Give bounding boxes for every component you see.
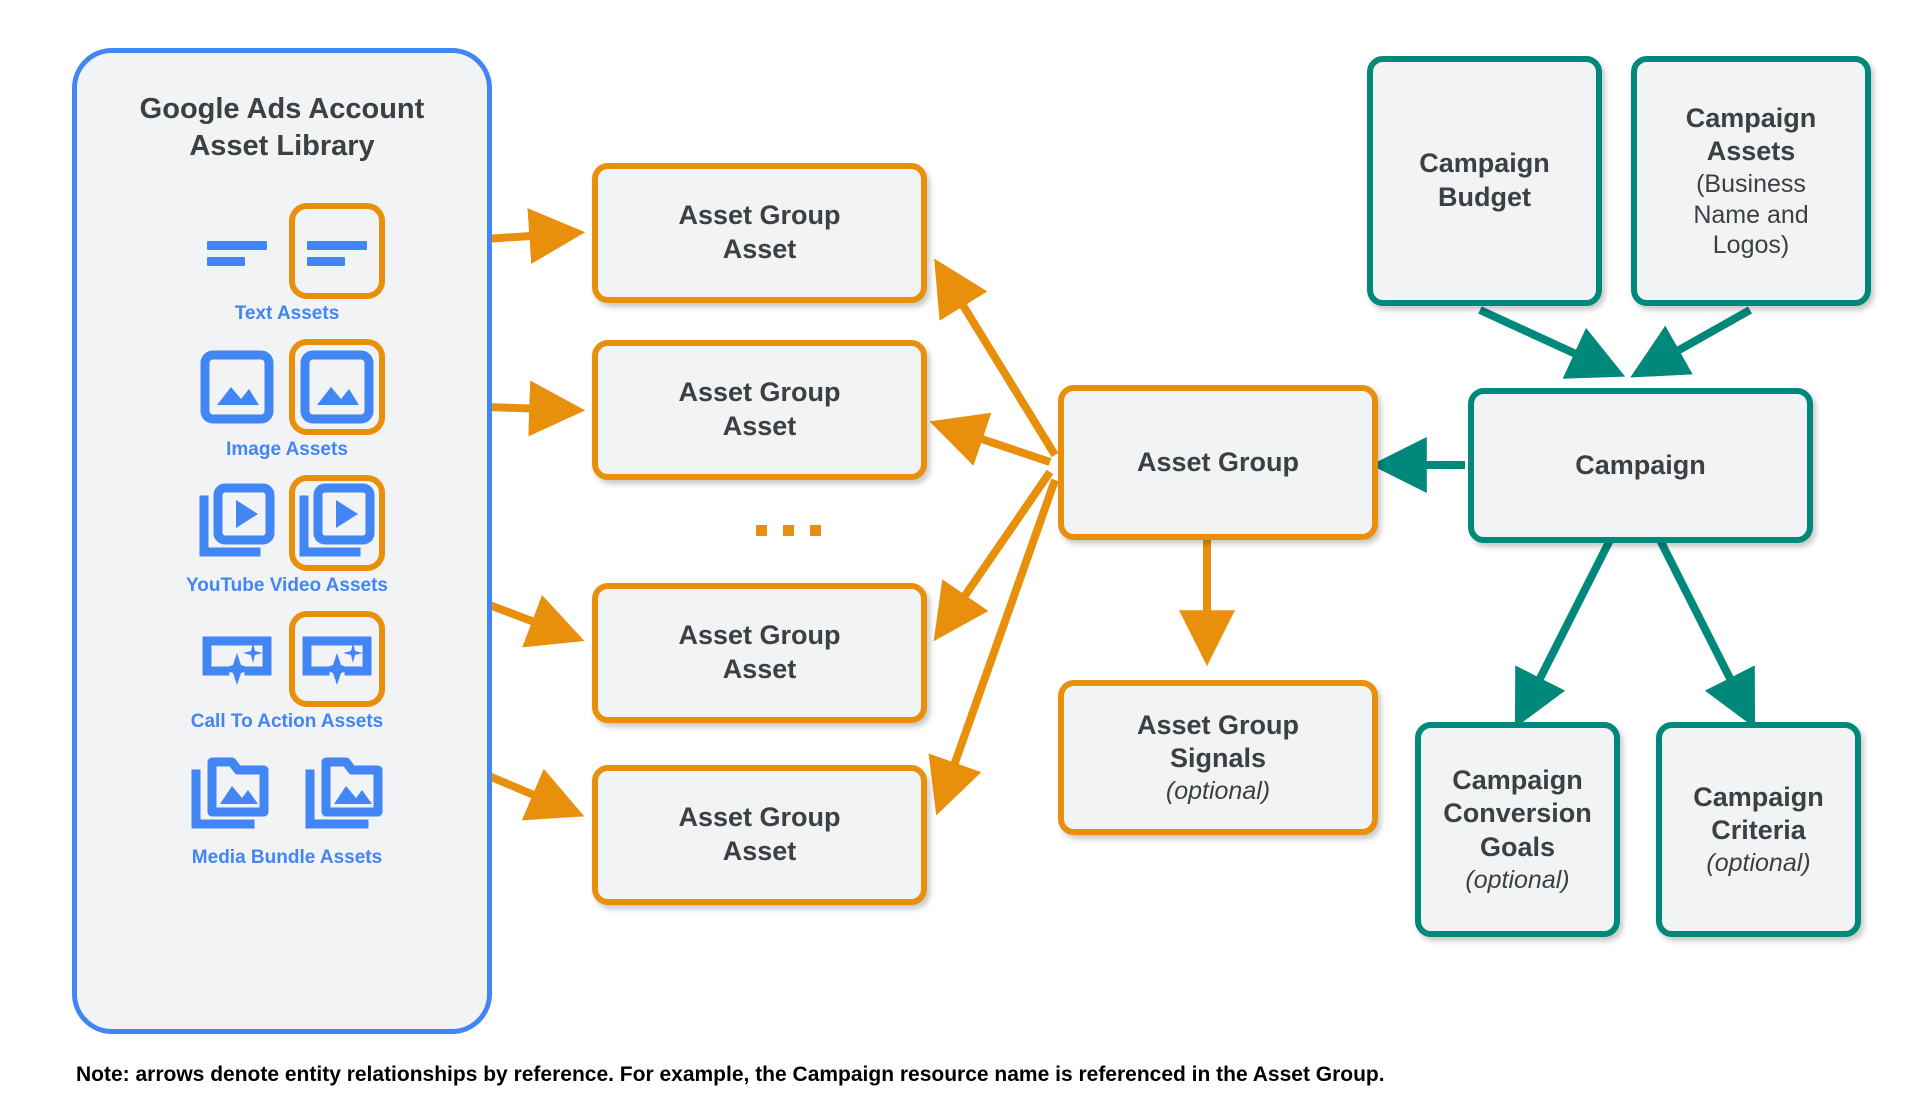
asset-group-asset-box-1[interactable]: Asset Group Asset <box>592 163 927 303</box>
edge-ag-to-aga4 <box>928 478 1059 816</box>
library-row-text-assets[interactable]: Text Assets <box>77 203 497 325</box>
asset-group-asset-label-1: Asset Group Asset <box>678 200 841 264</box>
library-caption-video-assets: YouTube Video Assets <box>185 575 388 596</box>
campaign-budget-label: Campaign Budget <box>1419 148 1550 212</box>
library-caption-image-assets: Image Assets <box>226 439 348 460</box>
asset-group-asset-box-2[interactable]: Asset Group Asset <box>592 340 927 480</box>
campaign-conversion-goals-label: Campaign Conversion Goals <box>1443 764 1592 863</box>
campaign-box[interactable]: Campaign <box>1468 388 1813 543</box>
icon-group-image <box>77 339 497 435</box>
asset-group-asset-label-3: Asset Group Asset <box>678 620 841 684</box>
media-bundle-asset-icon <box>182 747 278 843</box>
ellipsis-indicator <box>756 525 821 536</box>
video-asset-icon <box>189 475 285 571</box>
edge-ag-to-aga1 <box>934 258 1059 458</box>
icon-group-cta <box>77 611 497 707</box>
library-row-image-assets[interactable]: Image Assets <box>77 339 497 461</box>
asset-group-box[interactable]: Asset Group <box>1058 385 1378 540</box>
icon-group-video <box>77 475 497 571</box>
library-caption-media-bundle-assets: Media Bundle Assets <box>191 847 383 868</box>
text-asset-icon-selected[interactable] <box>289 203 385 299</box>
image-asset-icon-selected[interactable] <box>289 339 385 435</box>
campaign-criteria-optional: (optional) <box>1706 849 1811 877</box>
asset-group-asset-label-2: Asset Group Asset <box>678 377 841 441</box>
campaign-criteria-label: Campaign Criteria <box>1693 781 1824 846</box>
icon-group-media-bundle <box>77 747 497 843</box>
library-row-media-bundle-assets[interactable]: Media Bundle Assets <box>77 747 497 869</box>
edge-campaign-to-criteria <box>1656 538 1756 728</box>
asset-library-panel: Google Ads Account Asset Library Text <box>72 48 492 1034</box>
edge-campaign-to-goals <box>1514 538 1614 728</box>
campaign-assets-box[interactable]: Campaign Assets (Business Name and Logos… <box>1631 56 1871 306</box>
asset-group-asset-box-3[interactable]: Asset Group Asset <box>592 583 927 723</box>
library-row-cta-assets[interactable]: Call To Action Assets <box>77 611 497 733</box>
asset-group-signals-label: Asset Group Signals <box>1136 709 1300 774</box>
media-bundle-asset-icon-2 <box>296 747 392 843</box>
video-asset-icon-selected[interactable] <box>289 475 385 571</box>
footnote-text: Note: arrows denote entity relationships… <box>76 1063 1385 1086</box>
campaign-criteria-box[interactable]: Campaign Criteria (optional) <box>1656 722 1861 937</box>
icon-group-text <box>77 203 497 299</box>
campaign-label: Campaign <box>1575 449 1706 480</box>
asset-group-asset-label-4: Asset Group Asset <box>678 802 841 866</box>
text-asset-icon <box>189 203 285 299</box>
library-title: Google Ads Account Asset Library <box>139 93 425 163</box>
campaign-conversion-goals-optional: (optional) <box>1465 865 1570 894</box>
campaign-budget-box[interactable]: Campaign Budget <box>1367 56 1602 306</box>
asset-group-asset-box-4[interactable]: Asset Group Asset <box>592 765 927 905</box>
library-caption-cta-assets: Call To Action Assets <box>190 711 384 732</box>
image-asset-icon <box>189 339 285 435</box>
asset-group-signals-box[interactable]: Asset Group Signals (optional) <box>1058 680 1378 835</box>
asset-group-signals-optional: (optional) <box>1165 777 1271 805</box>
library-row-video-assets[interactable]: YouTube Video Assets <box>77 475 497 597</box>
edge-campaign-assets-to-campaign <box>1630 306 1752 378</box>
asset-group-label: Asset Group <box>1136 446 1300 477</box>
call-to-action-asset-icon <box>189 611 285 707</box>
library-caption-text-assets: Text Assets <box>234 303 340 324</box>
call-to-action-asset-icon-selected[interactable] <box>289 611 385 707</box>
edge-budget-to-campaign <box>1478 306 1626 379</box>
campaign-assets-subtitle: (Business Name and Logos) <box>1693 170 1809 259</box>
campaign-assets-label: Campaign Assets <box>1685 102 1817 167</box>
edge-ag-to-aga2 <box>929 412 1052 466</box>
campaign-conversion-goals-box[interactable]: Campaign Conversion Goals (optional) <box>1415 722 1620 937</box>
edge-ag-to-aga3 <box>933 469 1054 642</box>
